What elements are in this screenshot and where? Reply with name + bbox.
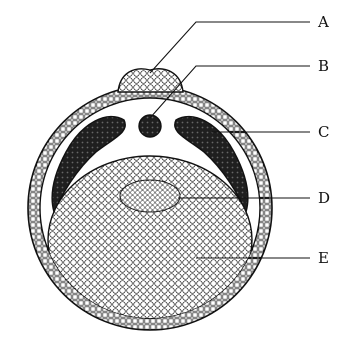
structure-b: [139, 115, 161, 137]
label-e: E: [318, 249, 329, 267]
structure-d: [120, 180, 180, 212]
label-c: C: [318, 123, 329, 141]
label-b: B: [318, 57, 329, 75]
label-d: D: [318, 189, 330, 207]
label-a: A: [317, 13, 329, 31]
leader-line-a: [150, 22, 310, 73]
